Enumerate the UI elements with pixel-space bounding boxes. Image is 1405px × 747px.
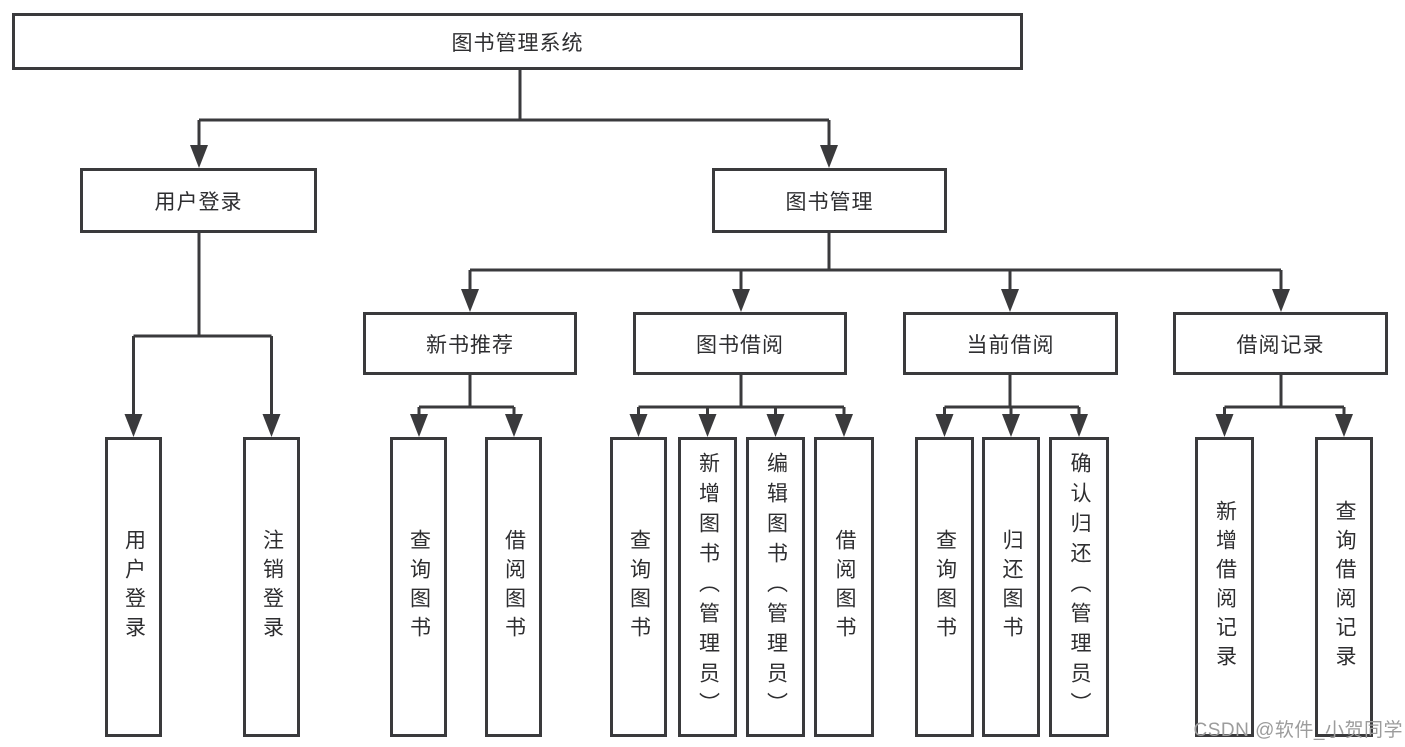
node-library-management-system: 图书管理系统	[12, 13, 1023, 70]
leaf-newbook-query-books: 查询图书	[390, 437, 447, 737]
leaf-borrow-query-books: 查询图书	[610, 437, 667, 737]
node-new-book-recommend: 新书推荐	[363, 312, 577, 375]
connector-book-borrow-split	[637, 375, 846, 418]
leaf-current-query-books: 查询图书	[915, 437, 974, 737]
node-user-login: 用户登录	[80, 168, 317, 233]
leaf-user-login: 用户登录	[105, 437, 162, 737]
leaf-current-confirm-return-admin: 确认归还（管理员）	[1049, 437, 1109, 737]
node-book-management: 图书管理	[712, 168, 947, 233]
leaf-newbook-borrow-books: 借阅图书	[485, 437, 542, 737]
connector-book-mgmt-split	[468, 233, 1283, 294]
leaf-current-return-books: 归还图书	[982, 437, 1040, 737]
leaf-borrow-add-books-admin: 新增图书（管理员）	[678, 437, 737, 737]
leaf-records-query-borrow-record: 查询借阅记录	[1315, 437, 1373, 737]
connector-borrow-records-split	[1223, 375, 1346, 418]
leaf-borrow-edit-books-admin: 编辑图书（管理员）	[746, 437, 805, 737]
connector-user-login-split	[132, 233, 273, 418]
node-current-borrowing: 当前借阅	[903, 312, 1118, 375]
watermark: CSDN @软件_小贺同学	[1193, 720, 1403, 741]
leaf-borrow-borrow-books: 借阅图书	[814, 437, 874, 737]
node-borrowing-records: 借阅记录	[1173, 312, 1388, 375]
connector-root-split	[197, 70, 831, 150]
node-book-borrowing: 图书借阅	[633, 312, 847, 375]
connector-new-book-split	[417, 375, 516, 418]
leaf-logout-login: 注销登录	[243, 437, 300, 737]
leaf-records-add-borrow-record: 新增借阅记录	[1195, 437, 1254, 737]
connector-current-borrow-split	[943, 375, 1081, 418]
